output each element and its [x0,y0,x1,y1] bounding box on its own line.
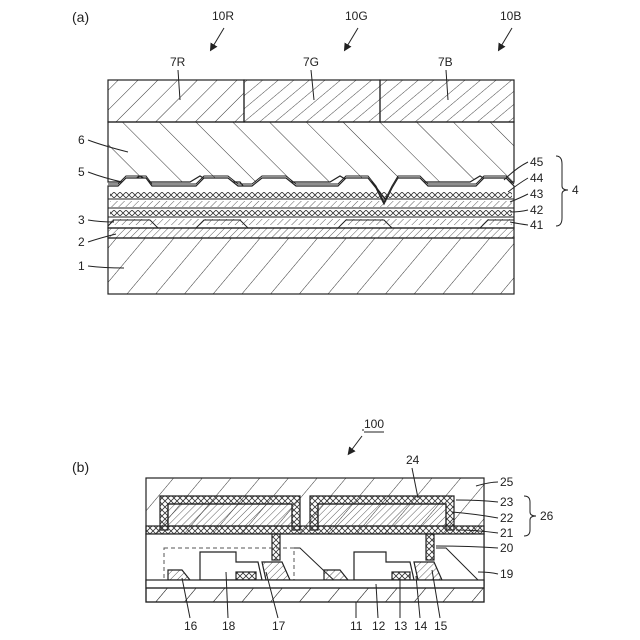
organic-layer-right [318,504,446,526]
label-23: 23 [500,495,514,509]
arrow-10g [346,28,358,48]
label-14: 14 [414,619,428,633]
arrow-10r [212,28,224,48]
brace-4 [556,156,568,226]
label-20: 20 [500,541,514,555]
layer-42 [110,210,512,216]
label-1: 1 [78,259,85,273]
filter-label-7r: 7R [170,55,186,69]
layer-41 [110,219,512,225]
base-substrate [146,588,484,602]
pixel-label-green: 10G [345,9,368,23]
label-18: 18 [222,619,236,633]
organic-layer-left [168,504,292,526]
arrow-10b [500,28,512,48]
label-3: 3 [78,213,85,227]
label-12: 12 [372,619,386,633]
label-41: 41 [530,218,544,232]
label-2: 2 [78,235,85,249]
tft-left-gate [236,572,256,580]
substrate [108,238,514,294]
label-24: 24 [406,453,420,467]
pixel-label-red: 10R [212,9,234,23]
label-22: 22 [500,511,514,525]
color-filter-red [108,80,244,122]
label-21: 21 [500,526,514,540]
contact-left [272,534,280,560]
label-11: 11 [350,619,363,633]
layer-45 [110,192,512,198]
color-filter-green [244,80,380,122]
label-26: 26 [540,509,554,523]
panel-b: (b) 100 [72,417,554,633]
insulating-layer [108,228,514,238]
panel-b-tag: (b) [72,459,89,475]
label-19: 19 [500,567,514,581]
label-4: 4 [572,183,579,197]
label-44: 44 [530,171,544,185]
contact-right [426,534,434,560]
layer-43 [110,201,512,207]
label-25: 25 [500,475,514,489]
filter-label-7g: 7G [303,55,319,69]
panel-a-tag: (a) [72,9,89,25]
filter-label-7b: 7B [438,55,453,69]
label-17: 17 [272,619,286,633]
label-42: 42 [530,203,544,217]
brace-26 [524,496,536,536]
label-15: 15 [434,619,448,633]
tft-right-gate [392,572,410,580]
label-45: 45 [530,155,544,169]
device-label-100: 100 [364,417,384,431]
label-13: 13 [394,619,408,633]
label-5: 5 [78,165,85,179]
label-43: 43 [530,187,544,201]
pixel-defining-layer [146,526,484,534]
label-16: 16 [184,619,198,633]
gate-insulator [146,580,484,588]
arrow-100 [350,436,362,452]
label-6: 6 [78,133,85,147]
pixel-label-blue: 10B [500,9,521,23]
panel-a: (a) 10R 10G 10B 7R 7G 7B [72,9,579,294]
